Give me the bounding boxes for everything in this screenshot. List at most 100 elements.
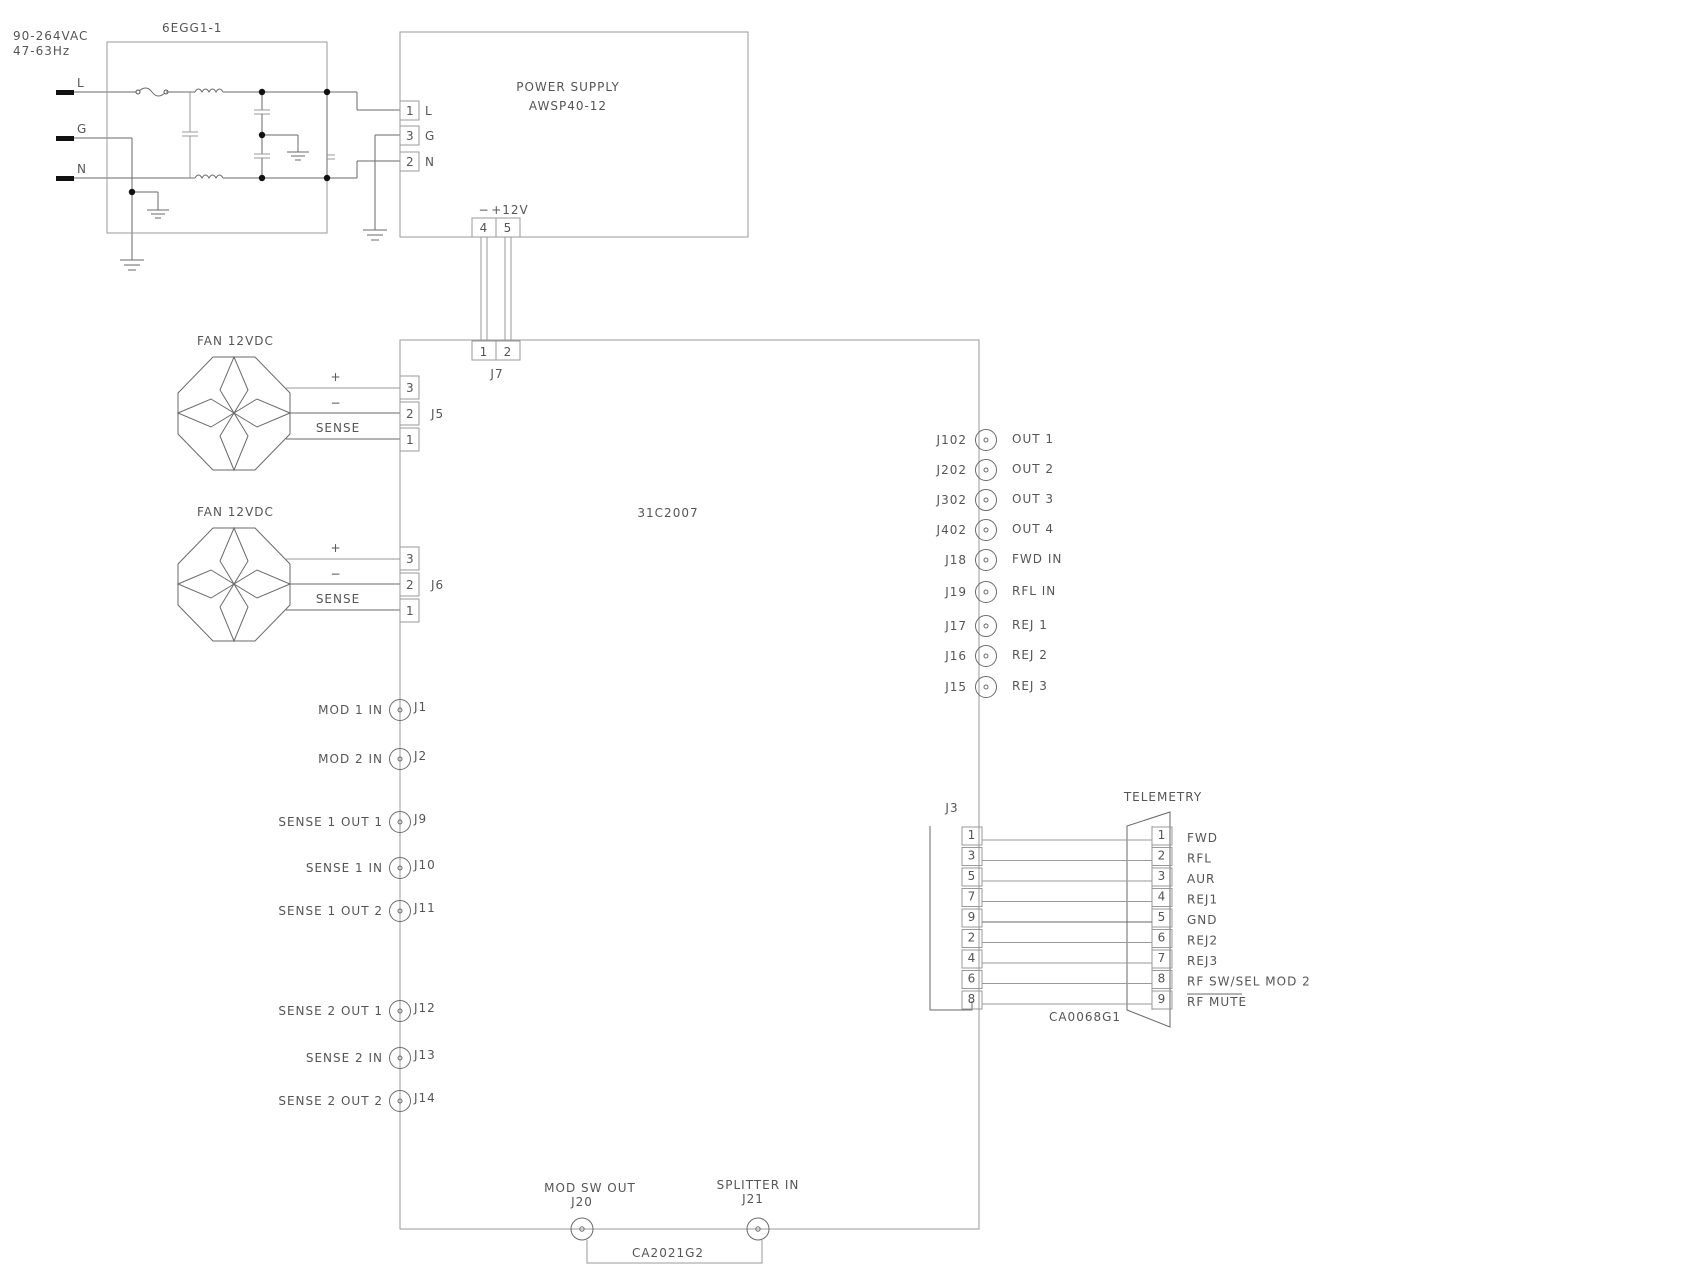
- psu-model: AWSP40-12: [529, 99, 607, 113]
- db9-pin: 5: [1158, 910, 1167, 924]
- left-jack-label: MOD 2 IN: [318, 752, 383, 766]
- ac-input: 90-264VAC 47-63Hz L G N: [13, 29, 190, 260]
- left-jack-ref: J14: [413, 1091, 436, 1105]
- input-voltage: 90-264VAC: [13, 29, 88, 43]
- right-jack-ref: J16: [944, 649, 967, 663]
- fan-1-sense: SENSE: [316, 421, 360, 435]
- inductor-line-icon: [194, 88, 224, 93]
- j5-label: J5: [430, 407, 444, 421]
- j6-label: J6: [430, 578, 444, 592]
- j3-pin: 1: [968, 828, 977, 842]
- right-jack-ref: J15: [944, 680, 967, 694]
- j3-pin: 8: [968, 992, 977, 1006]
- right-jack-label: OUT 4: [1012, 522, 1054, 536]
- telemetry-title: TELEMETRY: [1123, 790, 1202, 804]
- bottom-jacks: MOD SW OUT J20 SPLITTER IN J21 CA2021G2: [544, 1178, 798, 1264]
- left-jack-label: SENSE 1 IN: [306, 861, 383, 875]
- right-jack-ref: J402: [936, 523, 967, 537]
- left-jack-label: SENSE 2 IN: [306, 1051, 383, 1065]
- telemetry-cable: CA0068G1: [1049, 1010, 1121, 1024]
- telemetry-signal: RF SW/SEL MOD 2: [1187, 975, 1311, 989]
- psu-pin-3: 3: [406, 129, 415, 143]
- fan-1-minus: −: [330, 396, 341, 410]
- telemetry-signal: FWD: [1187, 831, 1218, 845]
- line-terminal: [56, 90, 74, 95]
- j7-pin-2: 2: [504, 345, 513, 359]
- ground-terminal: [56, 136, 74, 141]
- right-jack: J202 OUT 2: [936, 459, 1054, 481]
- psu-pin-2-label: N: [425, 155, 435, 169]
- j21-ref: J21: [741, 1192, 764, 1206]
- left-jack-label: SENSE 2 OUT 2: [278, 1094, 383, 1108]
- left-jack-label: MOD 1 IN: [318, 703, 383, 717]
- board-part-number: 31C2007: [637, 506, 698, 520]
- db9-pin: 4: [1158, 890, 1167, 904]
- j6-pin-3: 3: [406, 552, 415, 566]
- j7-pin-1: 1: [480, 345, 489, 359]
- psu-pin-2: 2: [406, 155, 415, 169]
- telemetry-row: 6 8 RF SW/SEL MOD 2: [961, 970, 1311, 989]
- left-jack: MOD 2 IN J2: [318, 748, 427, 770]
- fan-1-label: FAN 12VDC: [197, 334, 274, 348]
- j5-pin-2: 2: [406, 407, 415, 421]
- psu-pin-3-label: G: [425, 129, 435, 143]
- right-jack-ref: J102: [936, 433, 967, 447]
- input-frequency: 47-63Hz: [13, 44, 70, 58]
- board-outline: [399, 339, 980, 1230]
- coax-jack-icon: [389, 900, 411, 922]
- coax-jack-icon: [975, 581, 997, 603]
- db9-pin: 1: [1158, 828, 1167, 842]
- db9-pin: 3: [1158, 869, 1167, 883]
- j6-pin-1: 1: [406, 604, 415, 618]
- j3-pin: 7: [968, 890, 977, 904]
- j5-pin-1: 1: [406, 433, 415, 447]
- fan-1: FAN 12VDC + − SENSE 3 2 1 J5: [176, 334, 444, 472]
- fan-1-plus: +: [330, 370, 341, 384]
- telemetry-signal: REJ3: [1187, 954, 1218, 968]
- fan-2-minus: −: [330, 567, 341, 581]
- coax-jack-icon: [389, 1047, 411, 1069]
- right-jack-label: OUT 1: [1012, 432, 1054, 446]
- fan-1-icon: [176, 355, 292, 472]
- right-jack-ref: J18: [944, 553, 967, 567]
- right-jack-ref: J302: [936, 493, 967, 507]
- fan-2-icon: [176, 526, 292, 643]
- db9-pin: 2: [1158, 849, 1167, 863]
- left-jack-ref: J2: [413, 749, 427, 763]
- j21-connector-icon: [746, 1217, 770, 1241]
- right-jack-label: FWD IN: [1012, 552, 1062, 566]
- db9-pin: 8: [1158, 972, 1167, 986]
- j3-label: J3: [944, 801, 958, 815]
- right-jack-ref: J202: [936, 463, 967, 477]
- coax-jack-icon: [975, 519, 997, 541]
- j3-pin: 6: [968, 972, 977, 986]
- coax-jack-icon: [975, 459, 997, 481]
- j3-pin: 9: [968, 910, 977, 924]
- left-jack-ref: J12: [413, 1001, 436, 1015]
- right-jack-ref: J17: [944, 619, 967, 633]
- coax-jack-icon: [389, 811, 411, 833]
- psu-pin-4: 4: [480, 221, 489, 235]
- psu-negative-label: −: [478, 203, 489, 217]
- telemetry-signal: AUR: [1187, 872, 1215, 886]
- j20-ref: J20: [570, 1195, 593, 1209]
- neutral-terminal: [56, 176, 74, 181]
- left-jack-label: SENSE 1 OUT 1: [278, 815, 383, 829]
- psu-box: [399, 31, 749, 238]
- right-jack-label: OUT 2: [1012, 462, 1054, 476]
- telemetry-row: 1 1 FWD: [961, 826, 1218, 846]
- telemetry-signal: REJ1: [1187, 893, 1218, 907]
- telemetry-signal: RFL: [1187, 852, 1212, 866]
